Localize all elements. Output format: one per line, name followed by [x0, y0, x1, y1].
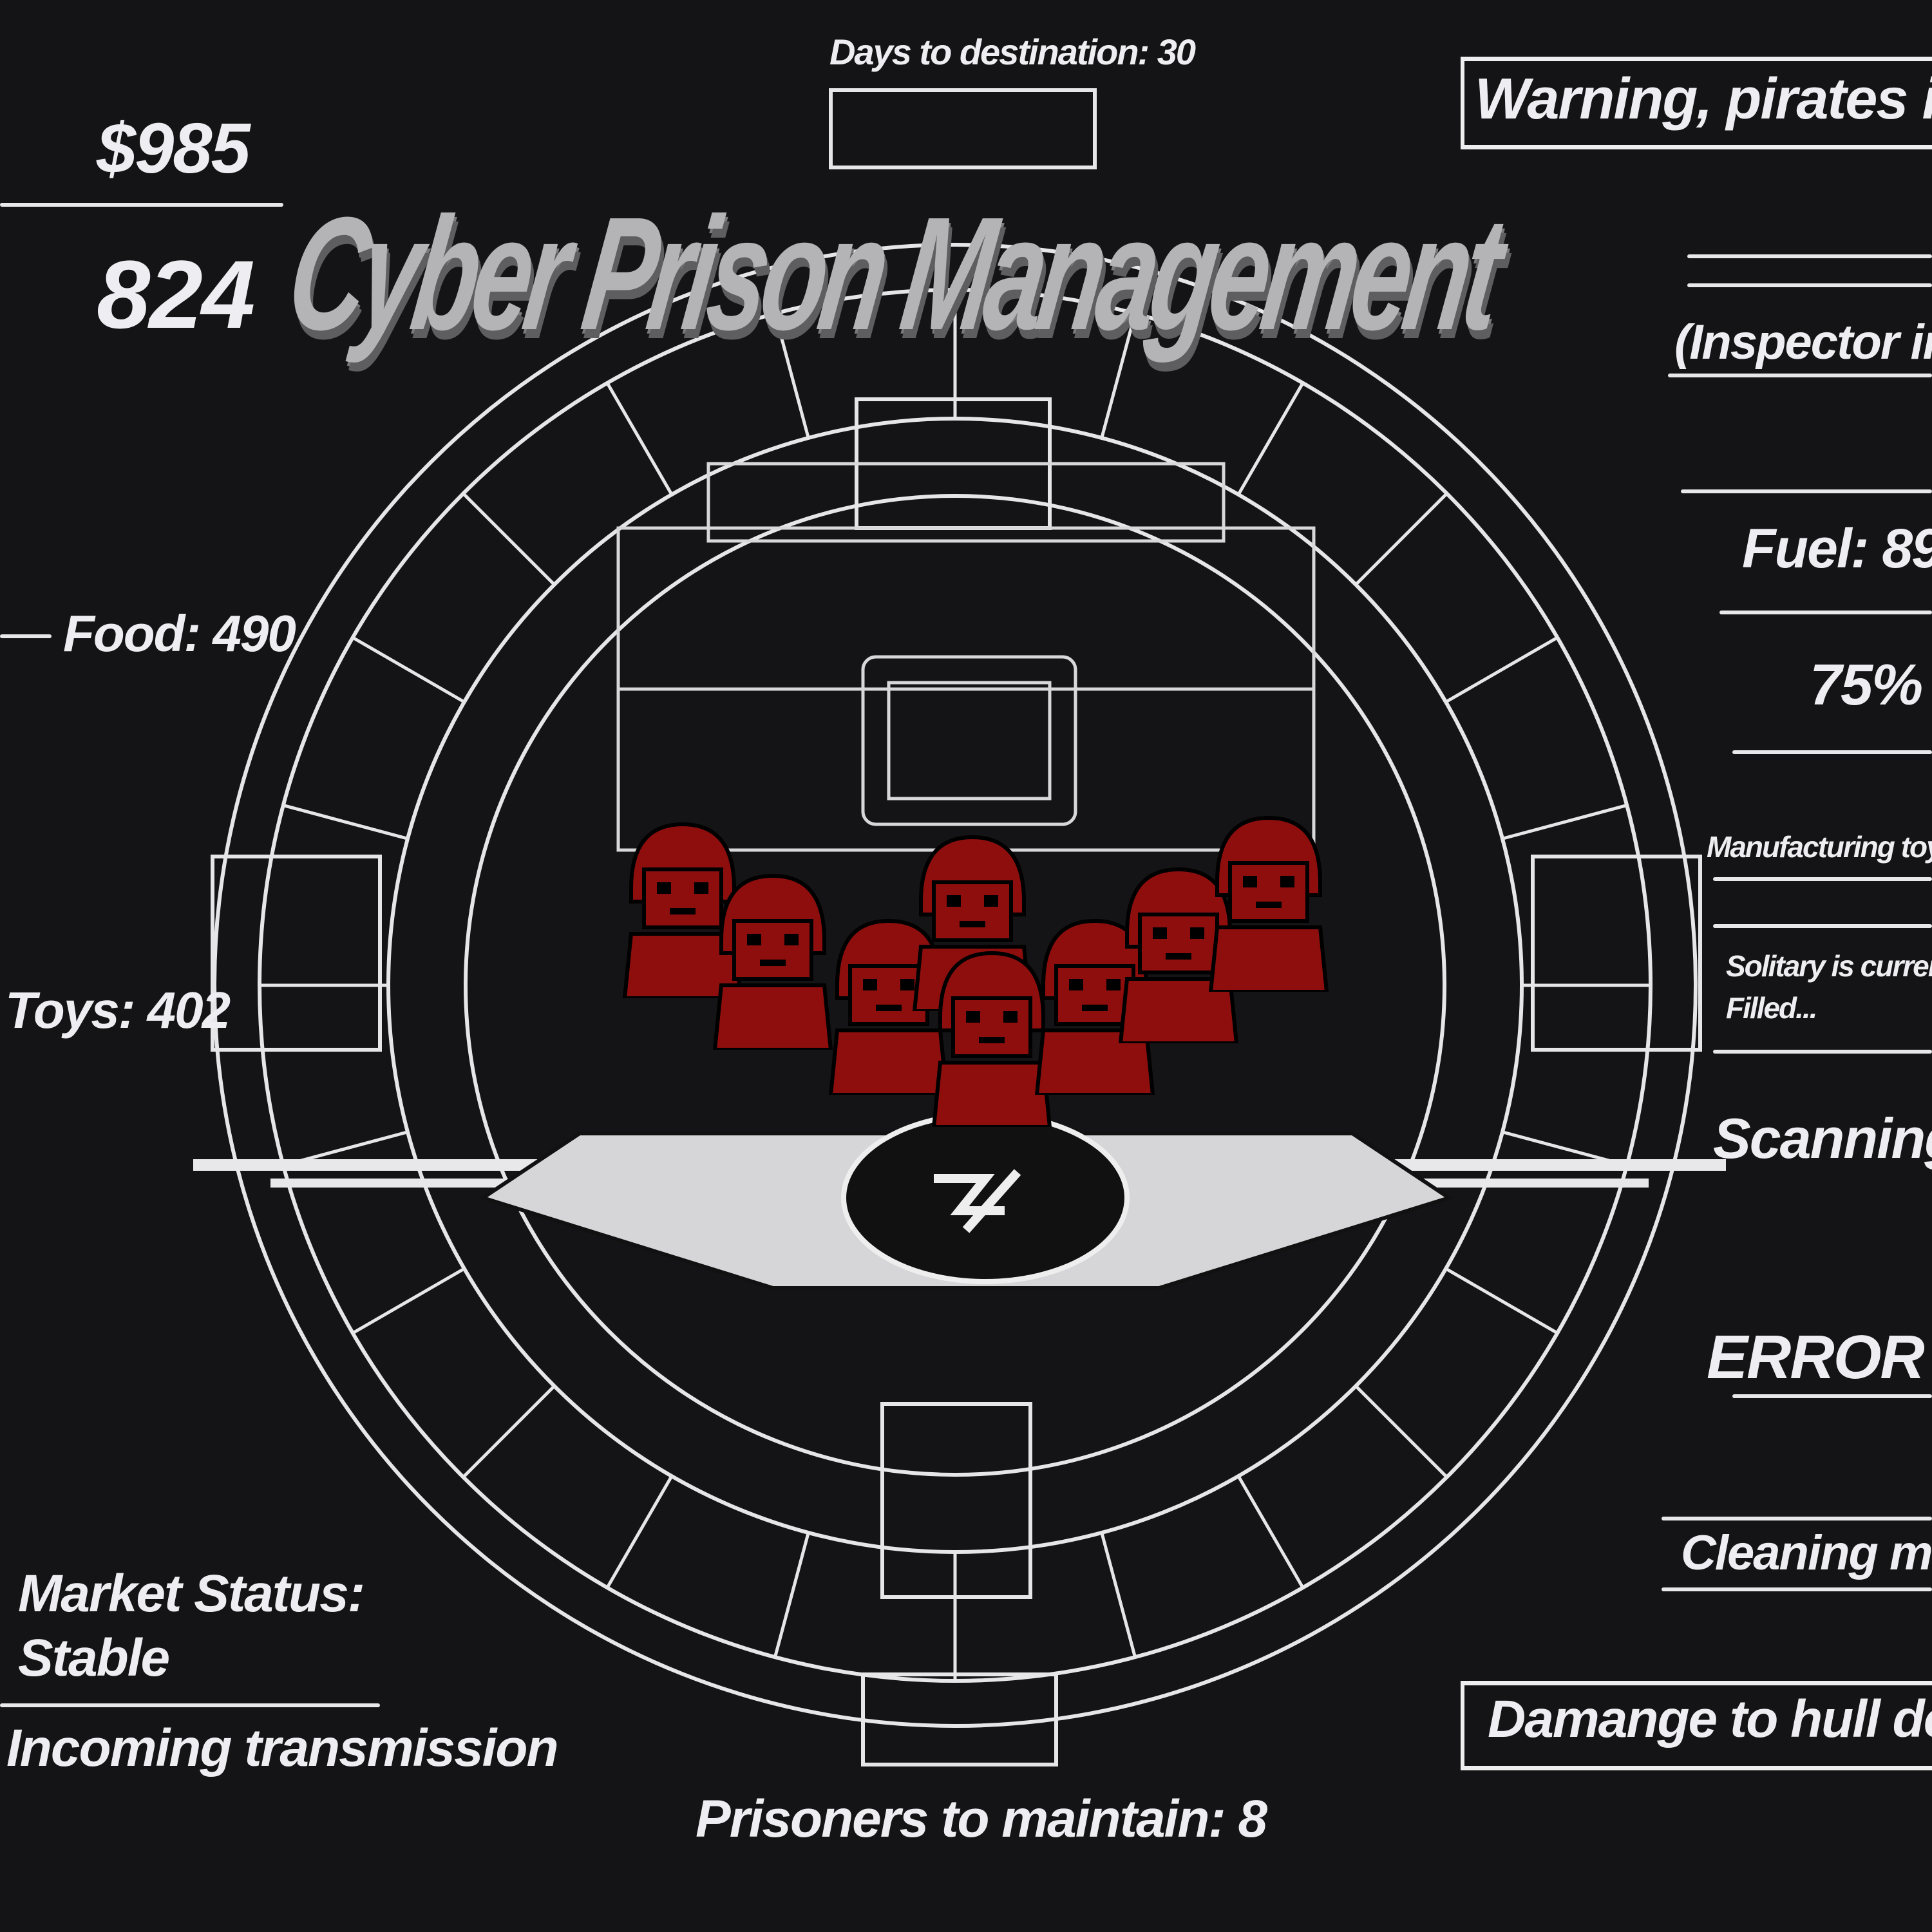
divider	[1713, 924, 1932, 928]
divider	[1681, 489, 1932, 493]
prisoner-sprite[interactable]	[708, 869, 837, 1052]
divider	[1732, 1394, 1932, 1398]
toys-readout: Toys: 402	[5, 981, 231, 1039]
divider	[1713, 1050, 1932, 1054]
ring-spoke	[1236, 382, 1305, 496]
ring-spoke	[1236, 1475, 1305, 1589]
ring-spoke	[1444, 1267, 1558, 1335]
ring-spoke	[1100, 313, 1137, 439]
counter-readout: 824	[97, 240, 255, 348]
divider	[1732, 750, 1932, 754]
market-status-value: Stable	[18, 1629, 170, 1687]
divider	[0, 634, 52, 638]
divider	[1662, 1587, 1932, 1591]
prisoner-sprite[interactable]	[824, 914, 953, 1097]
ring-spoke	[1444, 636, 1558, 704]
ring-spoke	[352, 1267, 466, 1335]
solitary-status-line2: Filled...	[1726, 991, 1817, 1025]
cleaning-status: Cleaning mo	[1681, 1526, 1932, 1580]
manufacturing-status: Manufacturing toys...	[1707, 830, 1932, 864]
prisoner-sprite[interactable]	[1030, 914, 1159, 1097]
fuel-readout: Fuel: 895	[1742, 518, 1932, 580]
incoming-transmission-link[interactable]: Incoming transmission	[6, 1719, 559, 1777]
prisoners-to-maintain: Prisoners to maintain: 8	[696, 1790, 1267, 1848]
ring-spoke	[1502, 804, 1627, 840]
error-status: ERROR	[1707, 1323, 1925, 1392]
ring-spoke	[773, 313, 810, 439]
divider	[1719, 611, 1932, 614]
money-readout: $985	[97, 109, 251, 188]
divider	[1713, 877, 1932, 881]
hull-damage-box	[1461, 1681, 1932, 1770]
ring-spoke	[1354, 1385, 1448, 1479]
ring-spoke	[605, 1475, 674, 1589]
days-to-destination: Days to destination: 30	[829, 32, 1196, 72]
warning-box	[1461, 57, 1932, 149]
market-status-label: Market Status:	[18, 1564, 365, 1623]
solitary-status-line1: Solitary is currently	[1726, 949, 1932, 983]
ship-emblem-glyph	[934, 1169, 1021, 1233]
ring-spoke	[773, 1532, 810, 1658]
prisoner-sprite[interactable]	[1204, 811, 1333, 994]
ring-spoke	[283, 804, 408, 840]
hull-damage-alert: Damange to hull detec	[1488, 1690, 1932, 1748]
progress-percent: 75%	[1810, 653, 1923, 717]
ring-spoke	[605, 382, 674, 496]
divider	[1662, 1517, 1932, 1520]
divider	[1687, 283, 1932, 287]
divider	[1687, 254, 1932, 258]
ring-spoke	[462, 1385, 556, 1479]
prisoner-sprite[interactable]	[927, 947, 1056, 1129]
food-readout: Food: 490	[63, 605, 296, 662]
divider	[0, 203, 283, 207]
ring-spoke	[462, 492, 556, 586]
inspector-notice: (Inspector incon	[1674, 315, 1932, 370]
ship-emblem	[841, 1112, 1130, 1284]
ring-spoke	[1100, 1532, 1137, 1658]
ship-hull	[193, 1112, 1726, 1290]
ring-spoke	[352, 636, 466, 704]
game-title: Cyber Prison Management	[278, 184, 1508, 363]
pirates-warning: Warning, pirates inbou	[1475, 67, 1932, 131]
divider	[1668, 374, 1932, 377]
scanning-status: Scanning...	[1713, 1106, 1932, 1170]
central-machinery	[616, 462, 1316, 852]
inner-ring	[464, 494, 1446, 1477]
ring-spoke	[1354, 492, 1448, 586]
prisoner-sprite[interactable]	[618, 818, 747, 1000]
divider	[0, 1703, 380, 1707]
